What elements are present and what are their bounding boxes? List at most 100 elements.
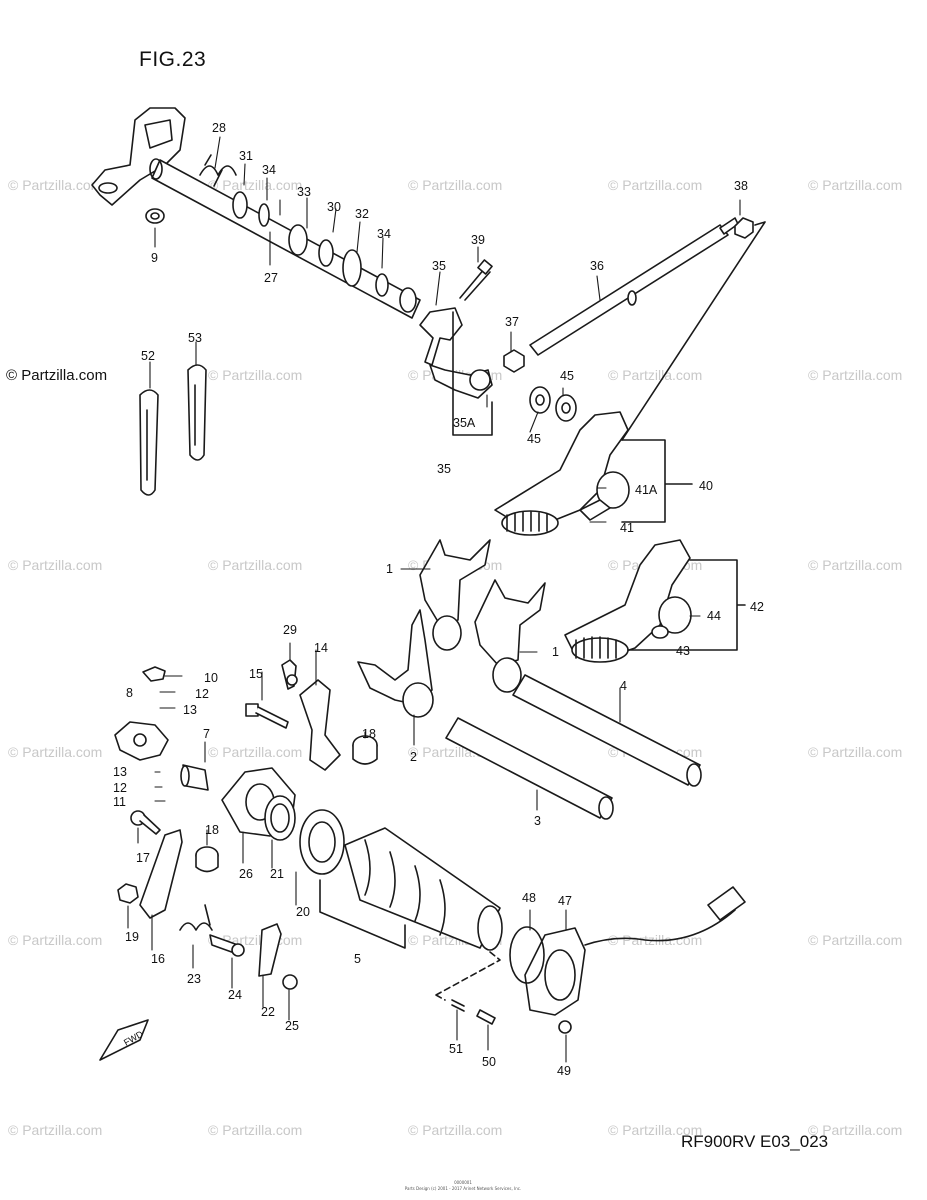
shift-fork-1b: [474, 579, 546, 693]
watermark: © Partzilla.com: [208, 367, 302, 383]
bolt-17: [130, 810, 161, 835]
callout-30: 30: [327, 200, 341, 214]
shift-drum-5: [344, 827, 503, 951]
callout-8: 8: [126, 686, 133, 700]
callout-51: 51: [449, 1042, 463, 1056]
watermark: © Partzilla.com: [808, 557, 902, 573]
callout-44: 44: [707, 609, 721, 623]
watermark: © Partzilla.com: [808, 177, 902, 193]
watermark: © Partzilla.com: [808, 932, 902, 948]
callout-17: 17: [136, 851, 150, 865]
copyright-notice: © Partzilla.com: [6, 367, 108, 384]
washer-9: [145, 208, 165, 224]
callout-18: 18: [205, 823, 219, 837]
watermark: © Partzilla.com: [8, 932, 102, 948]
callout-40: 40: [699, 479, 713, 493]
nut-19: [117, 883, 139, 904]
figure-reference-code: RF900RV E03_023: [681, 1132, 829, 1151]
callout-45: 45: [527, 432, 541, 446]
washers-45: [529, 386, 577, 422]
pin-10: [142, 666, 166, 682]
callout-3: 3: [534, 814, 541, 828]
pin-50: [476, 1009, 496, 1025]
figure-title: FIG.23: [139, 48, 207, 71]
callout-12: 12: [113, 781, 127, 795]
watermark: © Partzilla.com: [208, 557, 302, 573]
bolt-29: [281, 659, 298, 690]
nut-38: [734, 217, 754, 239]
watermark: © Partzilla.com: [608, 367, 702, 383]
callout-13: 13: [183, 703, 197, 717]
watermark: © Partzilla.com: [608, 1122, 702, 1138]
switch-wire: [584, 909, 736, 946]
bolt-39: [459, 259, 493, 301]
callout-11: 11: [113, 795, 126, 809]
callout-33: 33: [297, 185, 311, 199]
dashed-leader: [435, 951, 501, 1001]
callout-14: 14: [314, 641, 328, 655]
callout-42: 42: [750, 600, 764, 614]
callout-41: 41: [620, 521, 634, 535]
bolt-15: [245, 703, 289, 729]
footer-id: 0000001: [454, 1180, 472, 1185]
callout-labels: 1123457891011121213131415161718181920212…: [113, 121, 764, 1078]
callout-21: 21: [270, 867, 284, 881]
shift-rod-36: [529, 217, 739, 356]
watermark: © Partzilla.com: [808, 1122, 902, 1138]
watermark: © Partzilla.com: [408, 1122, 502, 1138]
watermark: © Partzilla.com: [208, 177, 302, 193]
spring-23: [179, 904, 213, 931]
shift-arm-35: [419, 307, 493, 399]
watermark: © Partzilla.com: [8, 557, 102, 573]
bracket-5: [319, 879, 406, 949]
callout-2: 2: [410, 750, 417, 764]
callout-52: 52: [141, 349, 155, 363]
bracket-40: [621, 439, 693, 523]
plate-14: [299, 679, 341, 771]
watermark: © Partzilla.com: [8, 744, 102, 760]
watermark: © Partzilla.com: [808, 367, 902, 383]
washer-25: [282, 974, 298, 990]
callout-5: 5: [354, 952, 361, 966]
watermark: © Partzilla.com: [608, 177, 702, 193]
o-ring-48: [509, 926, 545, 984]
callout-32: 32: [355, 207, 369, 221]
stopper-8: [114, 721, 169, 761]
callout-20: 20: [296, 905, 310, 919]
callout-39: 39: [471, 233, 485, 247]
callout-45: 45: [560, 369, 574, 383]
shift-pedal-42: [564, 539, 692, 663]
callout-35: 35: [437, 462, 451, 476]
bracket-35: [452, 311, 493, 436]
bearing-21: [264, 795, 296, 841]
watermark: © Partzilla.com: [208, 1122, 302, 1138]
footer-copyright: Parts Design (c) 2001 - 2017 Arinet Netw…: [404, 1186, 522, 1191]
callout-50: 50: [482, 1055, 496, 1069]
shift-lever-plate: [91, 107, 186, 206]
plate-22: [258, 923, 282, 977]
watermark: © Partzilla.com: [8, 1122, 102, 1138]
callout-35: 35: [432, 259, 446, 273]
callout-37: 37: [505, 315, 519, 329]
callout-35a: 35A: [453, 416, 476, 430]
watermark: © Partzilla.com: [808, 744, 902, 760]
shift-pedal-40: [494, 411, 630, 536]
callout-34: 34: [377, 227, 391, 241]
leader-lines: [127, 136, 741, 1063]
callout-34: 34: [262, 163, 276, 177]
callout-13: 13: [113, 765, 127, 779]
callout-9: 9: [151, 251, 158, 265]
callout-18: 18: [362, 727, 376, 741]
watermark: © Partzilla.com: [408, 177, 502, 193]
callout-4: 4: [620, 679, 627, 693]
callout-48: 48: [522, 891, 536, 905]
shift-fork-1a: [419, 539, 491, 651]
callout-29: 29: [283, 623, 297, 637]
watermark: © Partzilla.com: [8, 177, 102, 193]
bracket-52: [139, 389, 159, 496]
callout-22: 22: [261, 1005, 275, 1019]
callout-1: 1: [386, 562, 393, 576]
gear-position-switch-47: [524, 927, 586, 1016]
collar-18b: [195, 846, 219, 873]
